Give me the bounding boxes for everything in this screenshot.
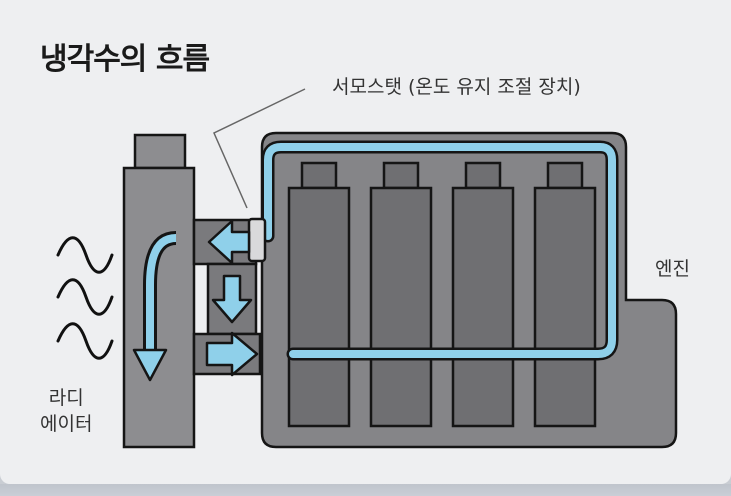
bottom-band <box>0 484 731 496</box>
engine-cylinders <box>287 161 597 428</box>
cylinder <box>369 186 433 428</box>
airflow-wave-icon <box>56 236 114 360</box>
coolant-arrow-icon <box>205 219 259 377</box>
cylinder <box>451 186 515 428</box>
cylinder <box>287 186 351 428</box>
thermostat <box>247 217 267 263</box>
thermostat-label: 서모스탯 (온도 유지 조절 장치) <box>332 76 581 98</box>
cylinder-head <box>464 161 502 190</box>
cylinder <box>533 186 597 428</box>
radiator-cap <box>133 133 187 170</box>
diagram-drawing <box>56 88 678 449</box>
thermostat-leader-line <box>213 88 306 209</box>
radiator-body <box>122 166 196 449</box>
engine-label: 엔진 <box>655 258 690 280</box>
cylinder-head <box>382 161 420 190</box>
cylinder-head <box>300 161 338 190</box>
radiator-label: 라디 에이터 <box>40 386 92 437</box>
cylinder-head <box>546 161 584 190</box>
radiator-flow-arrow <box>132 231 177 382</box>
diagram-title: 냉각수의 흐름 <box>40 42 210 77</box>
radiator-label-line2: 에이터 <box>40 412 93 435</box>
radiator <box>122 133 196 449</box>
coolant-pipe <box>261 140 619 361</box>
radiator-label-line1: 라디 <box>48 387 84 409</box>
